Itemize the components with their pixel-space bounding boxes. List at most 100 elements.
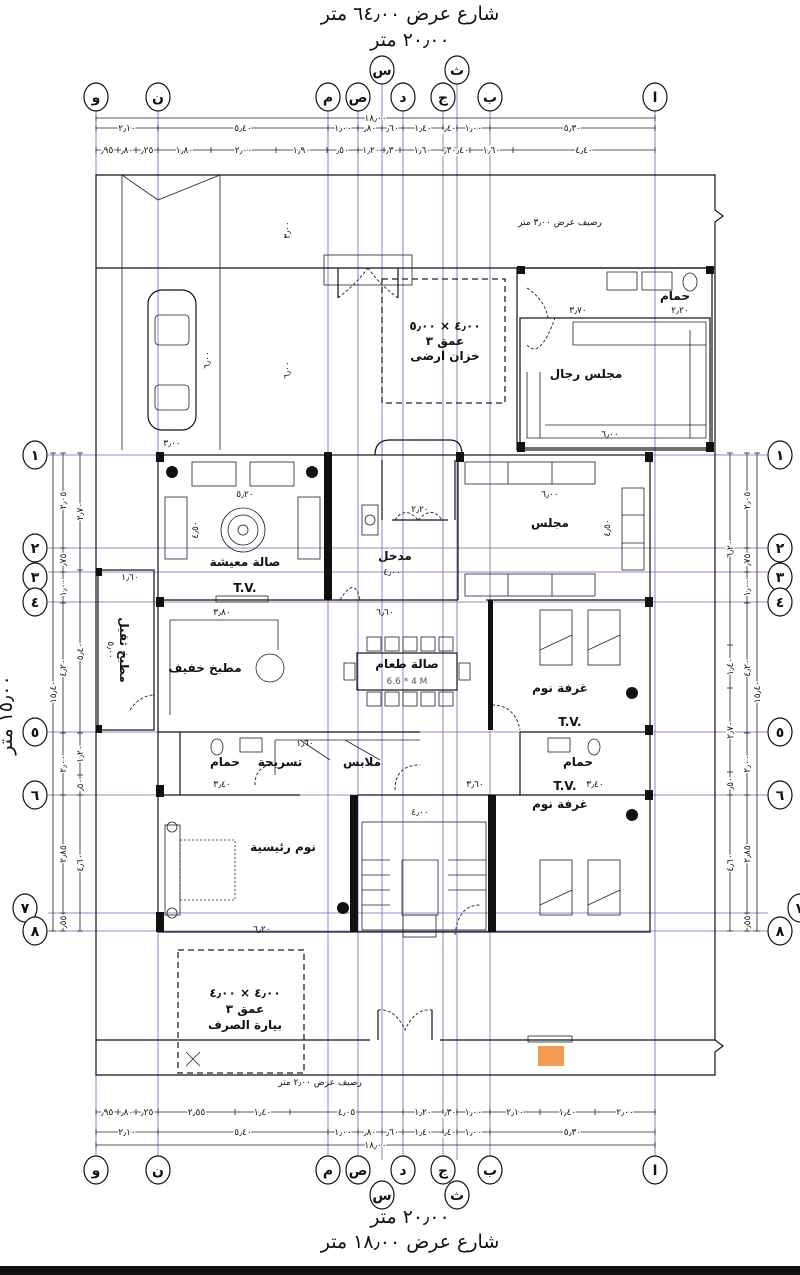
right-main-dimension-label: ٫٥٥ xyxy=(743,916,753,929)
majlis-width: ٦٫٠٠ xyxy=(541,490,558,500)
axis-marker-circle xyxy=(430,1155,456,1185)
axis-marker-label: ٣ xyxy=(31,570,40,586)
front-gate xyxy=(323,254,413,299)
house-walls xyxy=(156,439,653,933)
axis-marker-circle xyxy=(369,55,395,85)
light-kitchen-width: ٣٫٨٠ xyxy=(213,608,230,618)
axis-marker-label: ص xyxy=(349,90,368,106)
entrance-depth: ٢٫٢٠ xyxy=(411,505,428,515)
living-height: ٤٫٥٠ xyxy=(191,521,201,538)
axis-marker-circle xyxy=(767,780,793,810)
axis-marker-label: ث xyxy=(450,63,464,79)
bottom-dimension-row1-label: ٢٫٠٠ xyxy=(616,1108,633,1118)
axis-marker-circle xyxy=(430,82,456,112)
top-dimension-row3-label: ٫٥٠ xyxy=(336,146,349,156)
left-main-dimension-label: ١٫٠٠ xyxy=(59,579,69,596)
right-main-dimension-label: ٢٫٨٥ xyxy=(743,845,753,863)
dining-width: ٦٫٦٠ xyxy=(376,608,393,618)
bedroom-upper-label: غرفة نوم xyxy=(532,681,588,696)
dining-room: صالة طعام 6.6 * 4 M ٦٫٦٠ xyxy=(343,608,471,707)
top-street-name: شارع عرض ٦٤٫٠٠ متر xyxy=(320,3,500,25)
top-dimension-row3-label: ٫٢٥ xyxy=(141,146,154,156)
bottom-total-dimension-label: ١٨٫٠٠ xyxy=(364,1141,386,1151)
left-inner-dimension-label: ٤٫٦٠ xyxy=(76,854,86,871)
top-dimension-row2-label: ٥٫٤٠ xyxy=(234,124,251,134)
axis-marker-label: ١ xyxy=(776,448,785,464)
grid-axis-markers: ووننممصصسسددججثثبباا١١٢٢٣٣٤٤٥٥٦٦٧٧٨٨ xyxy=(12,55,800,1210)
dining-label: صالة طعام xyxy=(375,657,438,672)
hall-width: ٣٫٦٠ xyxy=(466,780,483,790)
axis-marker-label: ٢ xyxy=(31,541,40,557)
right-total-dimension-label: ١٥٫٤٠ xyxy=(753,681,763,703)
left-main-dimension-label: ٢٫٠٠ xyxy=(59,755,69,772)
bottom-dimension-row2-label: ٫٤٠ xyxy=(444,1128,457,1138)
living-label: صالة معيشة xyxy=(210,555,281,569)
bottom-dimension-row2-label: ٫٦٠ xyxy=(386,1128,399,1138)
expand-icon xyxy=(185,1051,201,1067)
axis-marker-label: م xyxy=(323,1163,333,1179)
axis-marker-label: ن xyxy=(152,1163,164,1179)
left-main-dimension-label: ٢٫٠٥ xyxy=(59,492,69,510)
axis-marker-circle xyxy=(12,893,38,923)
axis-marker-label: ٦ xyxy=(776,788,785,804)
top-dimension-row2-label: ٫٤٠ xyxy=(444,124,457,134)
bottom-street-length: ٢٠٫٠٠ متر xyxy=(369,1206,449,1228)
axis-marker-circle xyxy=(787,893,800,923)
right-main-dimension-label: ٢٫٠٥ xyxy=(743,492,753,510)
bottom-edge xyxy=(0,1266,800,1275)
bottom-dimension-row1-label: ٢٫٥٥ xyxy=(188,1108,206,1118)
axis-marker-label: ا xyxy=(653,90,658,106)
axis-marker-label: ث xyxy=(450,1188,464,1204)
bottom-dimension-row1-label: ٢٫١٠ xyxy=(506,1108,523,1118)
septic-size: ٤٫٠٠ × ٤٫٠٠ xyxy=(209,986,280,1000)
bedroom-lower-label: غرفة نوم xyxy=(532,797,588,812)
closet-label: ملابس xyxy=(343,755,381,769)
mens-majlis-width: ٦٫٠٠ xyxy=(601,430,618,440)
right-main-dimension-label: ١٫٠٠ xyxy=(743,579,753,596)
entrance-label: مدخل xyxy=(378,549,412,563)
left-inner-dimension-label: ٥٫٤٠ xyxy=(76,643,86,660)
top-total-dimension-label: ١٨٫٠٠ xyxy=(364,114,386,124)
master-bedroom: نوم رئيسية ٦٫٢٠ xyxy=(164,821,349,935)
mens-dim-a: ٣٫٧٠ xyxy=(569,306,586,316)
axis-marker-label: د xyxy=(399,1163,406,1179)
living-width: ٥٫٢٠ xyxy=(236,490,253,500)
axis-marker-circle xyxy=(83,1155,109,1185)
axis-marker-circle xyxy=(390,82,416,112)
heavy-kitchen-width: ١٫٦٠ xyxy=(121,573,138,583)
bath-left-label: حمام xyxy=(210,755,240,770)
bottom-street-name: شارع عرض ١٨٫٠٠ متر xyxy=(320,1231,500,1253)
dresser-label: تسريحة xyxy=(258,755,303,769)
dining-size: 6.6 * 4 M xyxy=(387,677,428,687)
bath-right-width: ٣٫٤٠ xyxy=(586,780,603,790)
rug-icon xyxy=(220,507,266,553)
axis-marker-circle xyxy=(477,1155,503,1185)
axis-marker-circle xyxy=(767,533,793,563)
septic-depth: عمق ٣ xyxy=(226,1002,265,1016)
axis-marker-label: ص xyxy=(349,1163,368,1179)
axis-marker-circle xyxy=(345,1155,371,1185)
axis-marker-label: ب xyxy=(483,1163,497,1179)
axis-marker-label: ج xyxy=(438,90,449,106)
bath-right-label: حمام xyxy=(563,755,593,770)
grid-lines xyxy=(48,82,768,1160)
bottom-gate xyxy=(377,1009,433,1040)
bottom-dimension-row2-label: ٢٫١٠ xyxy=(118,1128,135,1138)
mens-dim-b: ٢٫٢٠ xyxy=(671,306,688,316)
bottom-dimension-row2-label: ١٫٠٠ xyxy=(334,1128,351,1138)
right-inner-dimension-label: ٫٥٠ xyxy=(726,777,736,790)
right-inner-dimension-label: ١٫٤٠ xyxy=(726,658,736,675)
bottom-dimension-row1-label: ٫٣٠ xyxy=(444,1108,457,1118)
bath-top-label: حمام xyxy=(660,289,690,304)
axis-marker-label: و xyxy=(91,1163,101,1179)
bottom-dimension-row1-label: ١٫٤٠ xyxy=(254,1108,271,1118)
bottom-dimension-row2-label: ٫٨٠ xyxy=(364,1128,377,1138)
axis-marker-circle xyxy=(642,82,668,112)
left-total-dimension-label: ١٥٫٤٠ xyxy=(49,681,59,703)
axis-marker-label: ا xyxy=(653,1163,658,1179)
axis-marker-label: ٧ xyxy=(796,901,800,917)
axis-marker-circle xyxy=(477,82,503,112)
axis-marker-circle xyxy=(369,1180,395,1210)
top-dimension-row2-label: ٫٨٠ xyxy=(364,124,377,134)
top-dimension-row3-label: ١٫٦٠ xyxy=(483,146,500,156)
